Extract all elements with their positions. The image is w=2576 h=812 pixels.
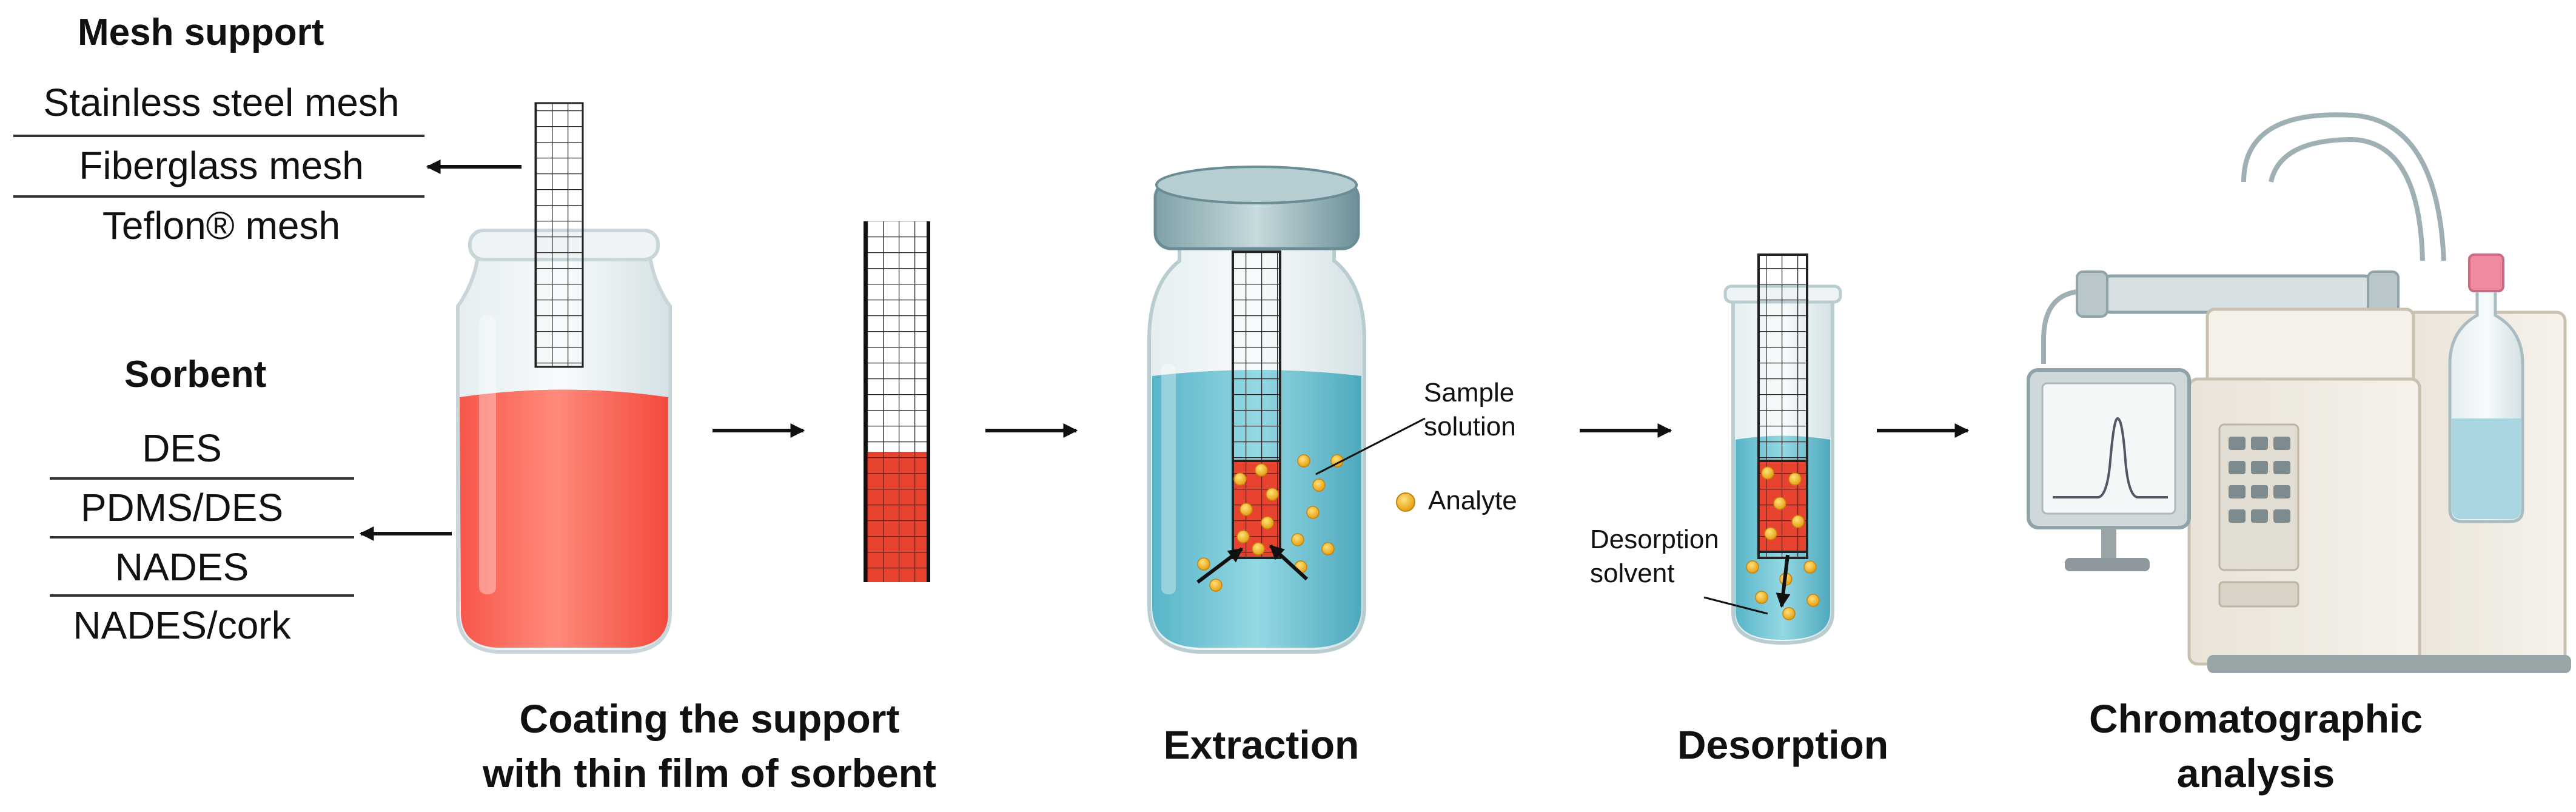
analyte-legend-dot	[1396, 492, 1415, 512]
analyte-label: Analyte	[1428, 486, 1517, 515]
analyte-particles	[1197, 454, 1820, 620]
sorbent-divider	[50, 594, 354, 597]
analyte-particle	[1773, 497, 1786, 510]
sorbent-divider	[50, 536, 354, 539]
mesh-divider	[13, 195, 424, 198]
mesh-support-item: Stainless steel mesh	[43, 81, 400, 124]
desorption-tube	[1723, 253, 1842, 645]
mesh-strip-in-jar	[534, 102, 584, 368]
analyte-particle	[1312, 478, 1326, 492]
sample-solution-label: Sample solution	[1424, 378, 1516, 441]
analyte-particle	[1297, 454, 1310, 468]
desorption-solvent-label: Desorption solvent	[1590, 525, 1719, 588]
analyte-particle	[1252, 542, 1265, 555]
step-caption-desorption: Desorption	[1677, 722, 1889, 767]
chromatography-instrument	[2027, 112, 2571, 673]
sorbent-divider	[50, 477, 354, 480]
sorbent-item: PDMS/DES	[80, 486, 284, 529]
analyte-particle	[1321, 542, 1335, 555]
analyte-particle	[1255, 463, 1268, 477]
analyte-particle	[1236, 530, 1250, 543]
mesh-support-item: Fiberglass mesh	[79, 144, 364, 187]
extraction-vial	[1147, 166, 1366, 654]
step-caption-coating: Coating the support with thin film of so…	[483, 696, 936, 796]
analyte-particle	[1261, 516, 1274, 529]
sorbent-item: DES	[142, 426, 222, 470]
analyte-particle	[1209, 579, 1223, 592]
mesh-support-title: Mesh support	[78, 12, 324, 53]
analyte-uptake-arrow-right	[1269, 544, 1309, 581]
analyte-particle	[1764, 527, 1777, 540]
sorbent-jar	[456, 229, 672, 654]
analyte-particle	[1306, 506, 1320, 519]
analyte-particle	[1782, 607, 1796, 620]
step-caption-analysis: Chromatographic analysis	[2088, 696, 2423, 796]
step-caption-extraction: Extraction	[1163, 722, 1360, 767]
analyte-uptake-arrow-left	[1196, 547, 1243, 584]
analyte-particle	[1788, 472, 1802, 486]
desorption-solvent-leader	[1703, 596, 1768, 615]
analyte-particle	[1266, 488, 1279, 501]
analyte-particle	[1806, 594, 1820, 607]
analyte-particle	[1791, 515, 1805, 528]
sorbent-item: NADES/cork	[73, 603, 291, 647]
analyte-particle	[1233, 472, 1247, 486]
analyte-particle	[1755, 591, 1768, 604]
analyte-particle	[1239, 503, 1253, 516]
desorption-arrow	[1776, 554, 1791, 608]
analyte-particle	[1746, 560, 1759, 574]
sorbent-title: Sorbent	[124, 354, 267, 395]
sample-solution-leader	[1315, 417, 1426, 475]
mesh-support-item: Teflon® mesh	[102, 204, 341, 247]
coated-mesh-strip	[864, 221, 930, 582]
analyte-particle	[1291, 533, 1304, 546]
mesh-divider	[13, 135, 424, 137]
sorbent-item: NADES	[115, 545, 249, 589]
analyte-particle	[1803, 560, 1817, 574]
analyte-particle	[1197, 557, 1210, 571]
analyte-particle	[1761, 466, 1774, 480]
